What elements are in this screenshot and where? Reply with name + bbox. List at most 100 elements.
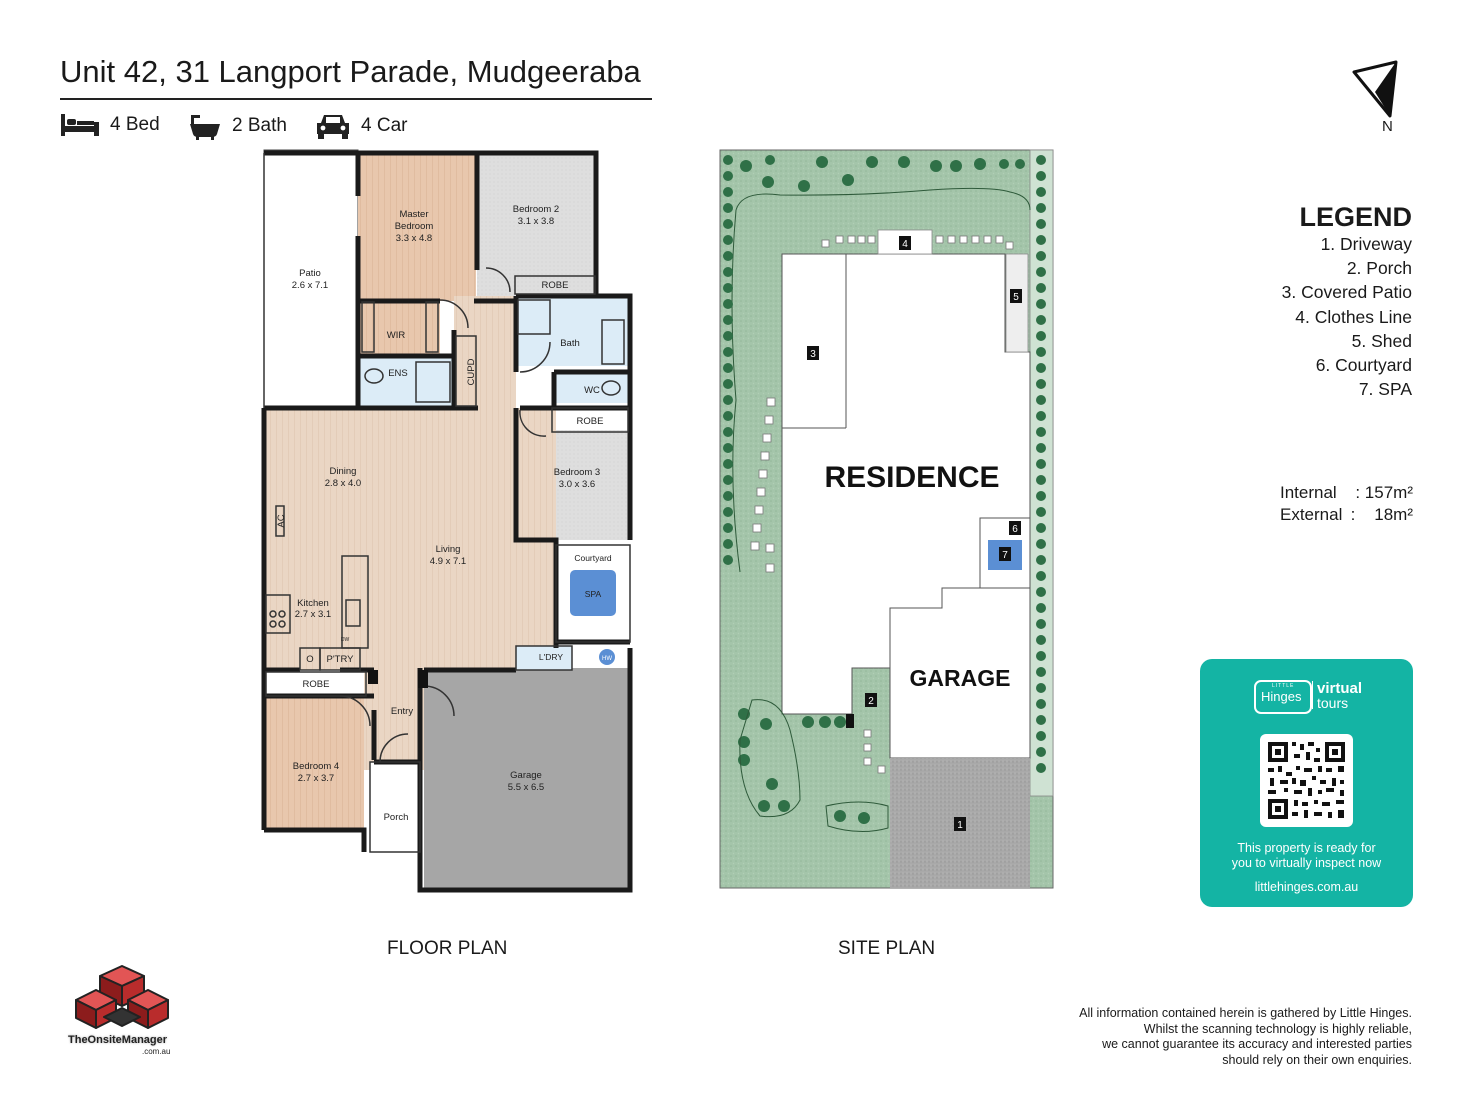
svg-text:Bedroom: Bedroom — [395, 221, 434, 232]
legend-title: LEGEND — [1299, 202, 1412, 232]
virtual-tour-url-link[interactable]: littlehinges.com.au — [1254, 880, 1359, 894]
label-laundry: L'DRY — [539, 652, 563, 662]
size-master: 3.3 x 4.8 — [396, 233, 432, 244]
baths-label: 2 Bath — [232, 115, 287, 136]
label-wir: WIR — [387, 330, 406, 341]
north-label: N — [1382, 118, 1393, 135]
svg-text:3.1 x 3.8: 3.1 x 3.8 — [518, 216, 554, 227]
car-icon — [315, 112, 351, 140]
brand-small: LITTLE — [1272, 683, 1295, 689]
svg-text:Entry: Entry — [391, 706, 413, 717]
virtual-tour-card[interactable]: LITTLE Hinges virtual tours This prop — [1200, 659, 1413, 907]
disclaimer-line: Whilst the scanning technology is highly… — [1143, 1021, 1412, 1036]
brand-word-virtual: virtual — [1317, 680, 1363, 697]
size-bedroom-2: 3.1 x 3.8 — [518, 216, 554, 227]
svg-text:Porch: Porch — [384, 812, 409, 823]
svg-text:3.0 x 3.6: 3.0 x 3.6 — [559, 479, 595, 490]
cars-label: 4 Car — [361, 115, 408, 136]
site-markers: 1 2 3 4 5 6 7 — [807, 236, 1022, 831]
internal-lines — [263, 153, 631, 853]
label-kitchen: Kitchen — [297, 598, 329, 609]
label-master-1: Master — [399, 209, 428, 220]
little-hinges-logo-icon — [1254, 680, 1312, 714]
svg-text:2.7 x 3.7: 2.7 x 3.7 — [298, 773, 334, 784]
svg-text:Courtyard: Courtyard — [574, 553, 612, 563]
label-cupd: CUPD — [466, 358, 477, 385]
svg-text:ROBE: ROBE — [303, 679, 330, 690]
internal-label: Internal — [1280, 483, 1337, 502]
disclaimer-line: should rely on their own enquiries. — [1222, 1053, 1412, 1068]
svg-text:ENS: ENS — [388, 368, 408, 379]
svg-text:2.6 x 7.1: 2.6 x 7.1 — [292, 280, 328, 291]
legend-item: 3. Covered Patio — [1281, 282, 1412, 303]
svg-text:Bath: Bath — [560, 338, 580, 349]
label-robe-3: ROBE — [303, 679, 330, 690]
logo-subtext: .com.au — [142, 1047, 171, 1056]
beds-label: 4 Bed — [110, 114, 160, 135]
legend-list: 1. Driveway 2. Porch 3. Covered Patio 4.… — [1282, 232, 1412, 401]
svg-text:L'DRY: L'DRY — [539, 652, 563, 662]
svg-text:2.8 x 4.0: 2.8 x 4.0 — [325, 478, 361, 489]
label-pantry: P'TRY — [327, 654, 355, 665]
label-dining: Dining — [330, 466, 357, 477]
svg-text:7: 7 — [1002, 550, 1008, 561]
svg-text:Bedroom 3: Bedroom 3 — [554, 467, 600, 478]
svg-text:GARAGE: GARAGE — [910, 665, 1011, 691]
label-bedroom-3: Bedroom 3 — [554, 467, 600, 478]
label-hw: HW — [602, 656, 612, 662]
label-ens: ENS — [388, 368, 408, 379]
svg-text:5.5 x 6.5: 5.5 x 6.5 — [508, 782, 544, 793]
marker-2: 2 — [868, 696, 874, 707]
virtual-tour-message-line: This property is ready for — [1237, 841, 1376, 855]
svg-text:RESIDENCE: RESIDENCE — [824, 461, 999, 494]
fp-spa — [570, 570, 616, 616]
cube-logo-icon — [75, 965, 169, 1029]
floor-plan-caption: FLOOR PLAN — [387, 938, 508, 959]
bathtub-icon — [188, 112, 222, 140]
svg-text:Living: Living — [436, 544, 461, 555]
legend-item: 2. Porch — [1346, 258, 1412, 279]
svg-text:Kitchen: Kitchen — [297, 598, 329, 609]
brand-name: Hinges — [1261, 689, 1302, 704]
size-living: 4.9 x 7.1 — [430, 556, 466, 567]
beds-feature: 4 Bed — [60, 112, 160, 138]
size-patio: 2.6 x 7.1 — [292, 280, 328, 291]
svg-text:Bedroom 4: Bedroom 4 — [293, 761, 339, 772]
external-label: External — [1280, 505, 1343, 524]
svg-text:2: 2 — [868, 696, 874, 707]
svg-text:Patio: Patio — [299, 268, 321, 279]
bed-icon — [60, 112, 100, 138]
svg-text:Bedroom 2: Bedroom 2 — [513, 204, 559, 215]
disclaimer-line: we cannot guarantee its accuracy and int… — [1102, 1037, 1412, 1052]
virtual-tour-message-line: you to virtually inspect now — [1231, 856, 1382, 870]
marker-3: 3 — [810, 349, 816, 360]
label-garage: Garage — [510, 770, 542, 781]
legend-item: 7. SPA — [1358, 379, 1412, 400]
svg-text:Garage: Garage — [510, 770, 542, 781]
label-wc: WC — [584, 385, 600, 396]
label-ac: AC — [276, 514, 287, 527]
disclaimer: All information contained herein is gath… — [1079, 1006, 1412, 1069]
area-summary: Internal: 157m² External: 18m² — [1280, 482, 1413, 526]
legend-item: 6. Courtyard — [1315, 355, 1412, 376]
external-value: : 18m² — [1350, 505, 1413, 524]
marker-6: 6 — [1012, 524, 1018, 535]
site-residence-label: RESIDENCE — [824, 461, 999, 494]
svg-text:WC: WC — [584, 385, 600, 396]
svg-text:3.3 x 4.8: 3.3 x 4.8 — [396, 233, 432, 244]
title-divider — [60, 98, 652, 100]
brand-word-tours: tours — [1317, 695, 1349, 711]
baths-feature: 2 Bath — [188, 112, 287, 140]
size-garage: 5.5 x 6.5 — [508, 782, 544, 793]
label-entry: Entry — [391, 706, 413, 717]
fp-hot-water — [599, 649, 615, 665]
size-bedroom-4: 2.7 x 3.7 — [298, 773, 334, 784]
svg-text:6: 6 — [1012, 524, 1018, 535]
label-patio: Patio — [299, 268, 321, 279]
svg-text:SPA: SPA — [585, 589, 602, 599]
qr-code-icon[interactable] — [1260, 734, 1353, 827]
label-robe-2: ROBE — [577, 416, 604, 427]
svg-text:1: 1 — [957, 820, 963, 831]
svg-text:ROBE: ROBE — [542, 280, 569, 291]
